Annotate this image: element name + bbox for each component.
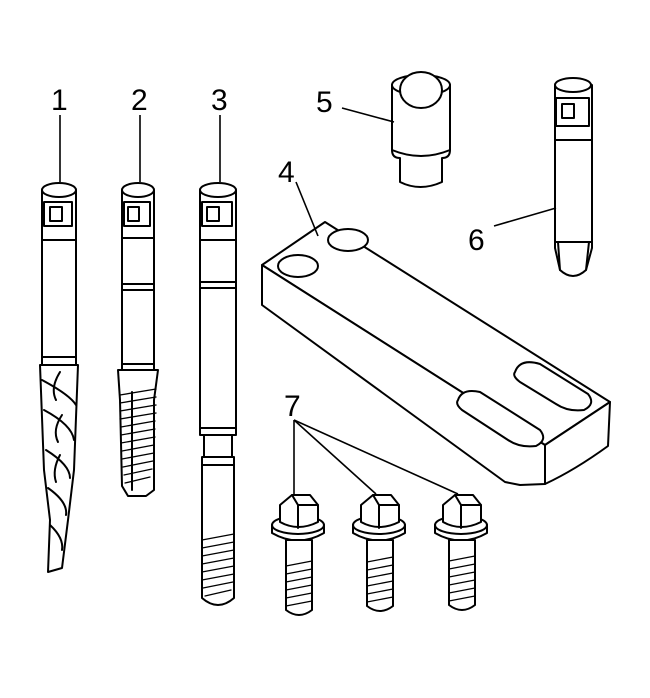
callout-2: 2 xyxy=(131,84,148,117)
callout-3: 3 xyxy=(211,84,228,117)
callout-1: 1 xyxy=(51,84,68,117)
callout-4: 4 xyxy=(278,156,295,189)
drill-bit xyxy=(39,182,79,573)
callout-5: 5 xyxy=(316,86,333,119)
bolt-1 xyxy=(271,494,325,616)
callout-7: 7 xyxy=(284,390,301,423)
bushing xyxy=(391,71,451,188)
tap-threads xyxy=(119,388,157,491)
driver-punch xyxy=(554,77,593,277)
bolt-3 xyxy=(434,494,488,611)
drill-guide-plate xyxy=(261,221,611,486)
callout-6: 6 xyxy=(468,224,485,257)
stud-extractor xyxy=(199,182,237,606)
tap xyxy=(117,182,159,497)
leader-lines xyxy=(59,107,557,495)
bolt-2 xyxy=(352,494,406,612)
extractor-threads xyxy=(201,533,235,597)
